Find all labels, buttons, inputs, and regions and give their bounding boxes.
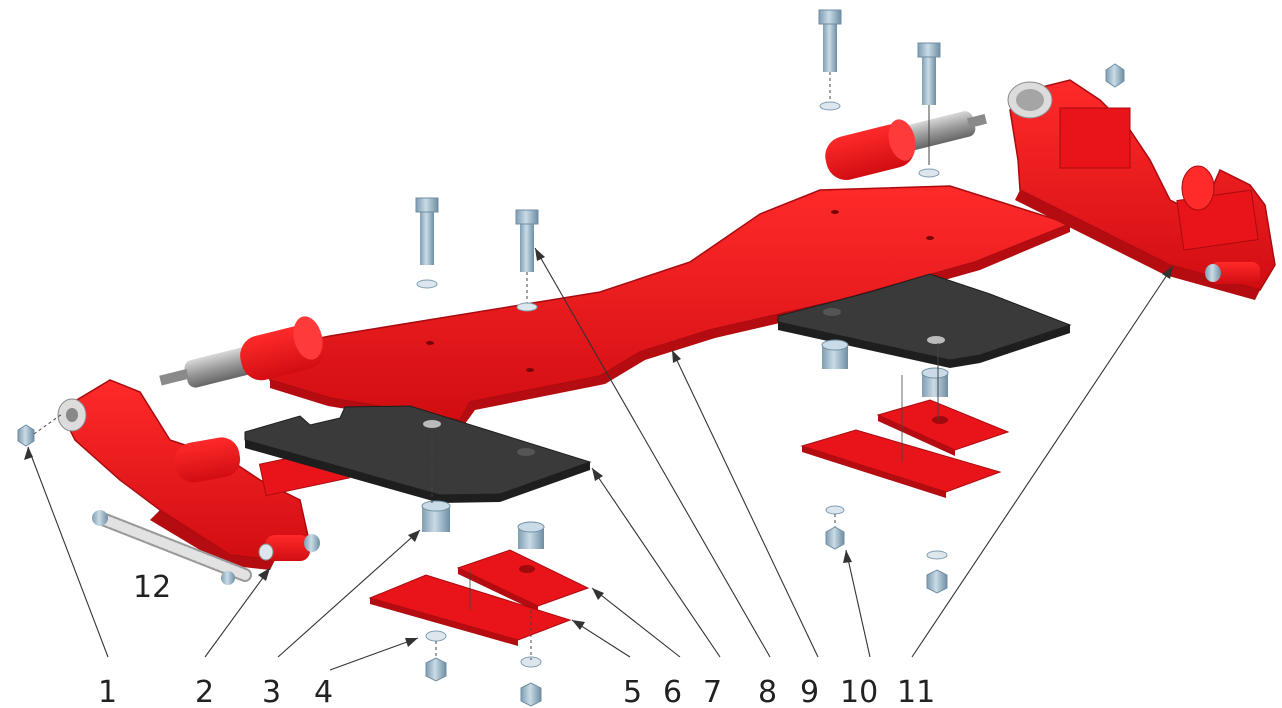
spacer-left-upper bbox=[517, 521, 545, 549]
callout-9: 9 bbox=[800, 675, 819, 708]
callout-8: 8 bbox=[758, 675, 777, 708]
rubber-pad-left bbox=[244, 405, 592, 503]
callout-11: 11 bbox=[897, 675, 935, 708]
callout-labels: 1 2 3 4 5 6 7 8 9 10 11 12 bbox=[98, 570, 935, 708]
callout-3: 3 bbox=[262, 675, 281, 708]
spacer-left-lower bbox=[421, 500, 451, 532]
assembly-axis-lines bbox=[431, 343, 939, 660]
callout-5: 5 bbox=[623, 675, 642, 708]
bolt-right-1 bbox=[818, 9, 842, 111]
washer-nut-left-2 bbox=[520, 656, 542, 707]
callout-7: 7 bbox=[703, 675, 722, 708]
callout-4: 4 bbox=[314, 675, 333, 708]
washer-nut-right-2 bbox=[926, 550, 948, 594]
callout-12: 12 bbox=[133, 570, 171, 605]
shim-plates-left bbox=[368, 549, 590, 646]
washer-nut-left-1 bbox=[425, 630, 447, 682]
callout-2: 2 bbox=[195, 675, 214, 708]
callout-10: 10 bbox=[840, 675, 878, 708]
right-hinge-shaft bbox=[825, 111, 987, 180]
bolt-right-2 bbox=[917, 42, 941, 178]
leader-lines bbox=[24, 247, 1174, 671]
spacer-right-2 bbox=[921, 367, 949, 397]
spacer-right-1 bbox=[821, 339, 849, 369]
right-swing-arm bbox=[1007, 63, 1276, 300]
rubber-pad-right bbox=[777, 273, 1072, 368]
left-swing-arm bbox=[57, 379, 350, 570]
left-hinge-shaft bbox=[159, 316, 326, 388]
nut-left bbox=[17, 413, 63, 447]
shim-plates-right bbox=[800, 399, 1010, 498]
callout-1: 1 bbox=[98, 675, 117, 708]
bolt-left-1 bbox=[415, 197, 439, 289]
tension-spring bbox=[92, 510, 252, 585]
washer-nut-right-1 bbox=[825, 505, 845, 550]
callout-6: 6 bbox=[663, 675, 682, 708]
bolt-left-2 bbox=[515, 209, 539, 312]
